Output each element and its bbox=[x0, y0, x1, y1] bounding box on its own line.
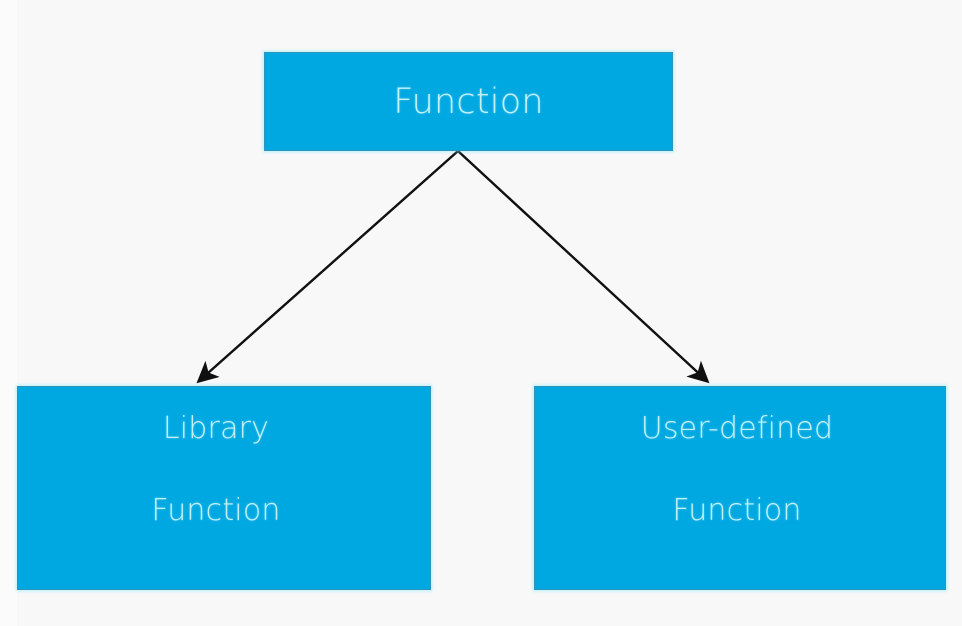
node-user-defined-function[interactable]: User-defined Function bbox=[534, 386, 946, 590]
node-library-function-label-line-2: Function bbox=[151, 493, 281, 528]
node-library-function-label-line-1: Library bbox=[162, 411, 270, 446]
connector-root-to-library bbox=[196, 150, 459, 384]
node-function-root-label: Function bbox=[393, 81, 544, 122]
connector-root-to-user-defined bbox=[457, 150, 710, 384]
node-function-root[interactable]: Function bbox=[264, 52, 673, 151]
node-user-defined-function-label-line-1: User-defined bbox=[640, 411, 834, 446]
node-user-defined-function-label-line-2: Function bbox=[672, 493, 802, 528]
node-library-function[interactable]: Library Function bbox=[17, 386, 431, 590]
